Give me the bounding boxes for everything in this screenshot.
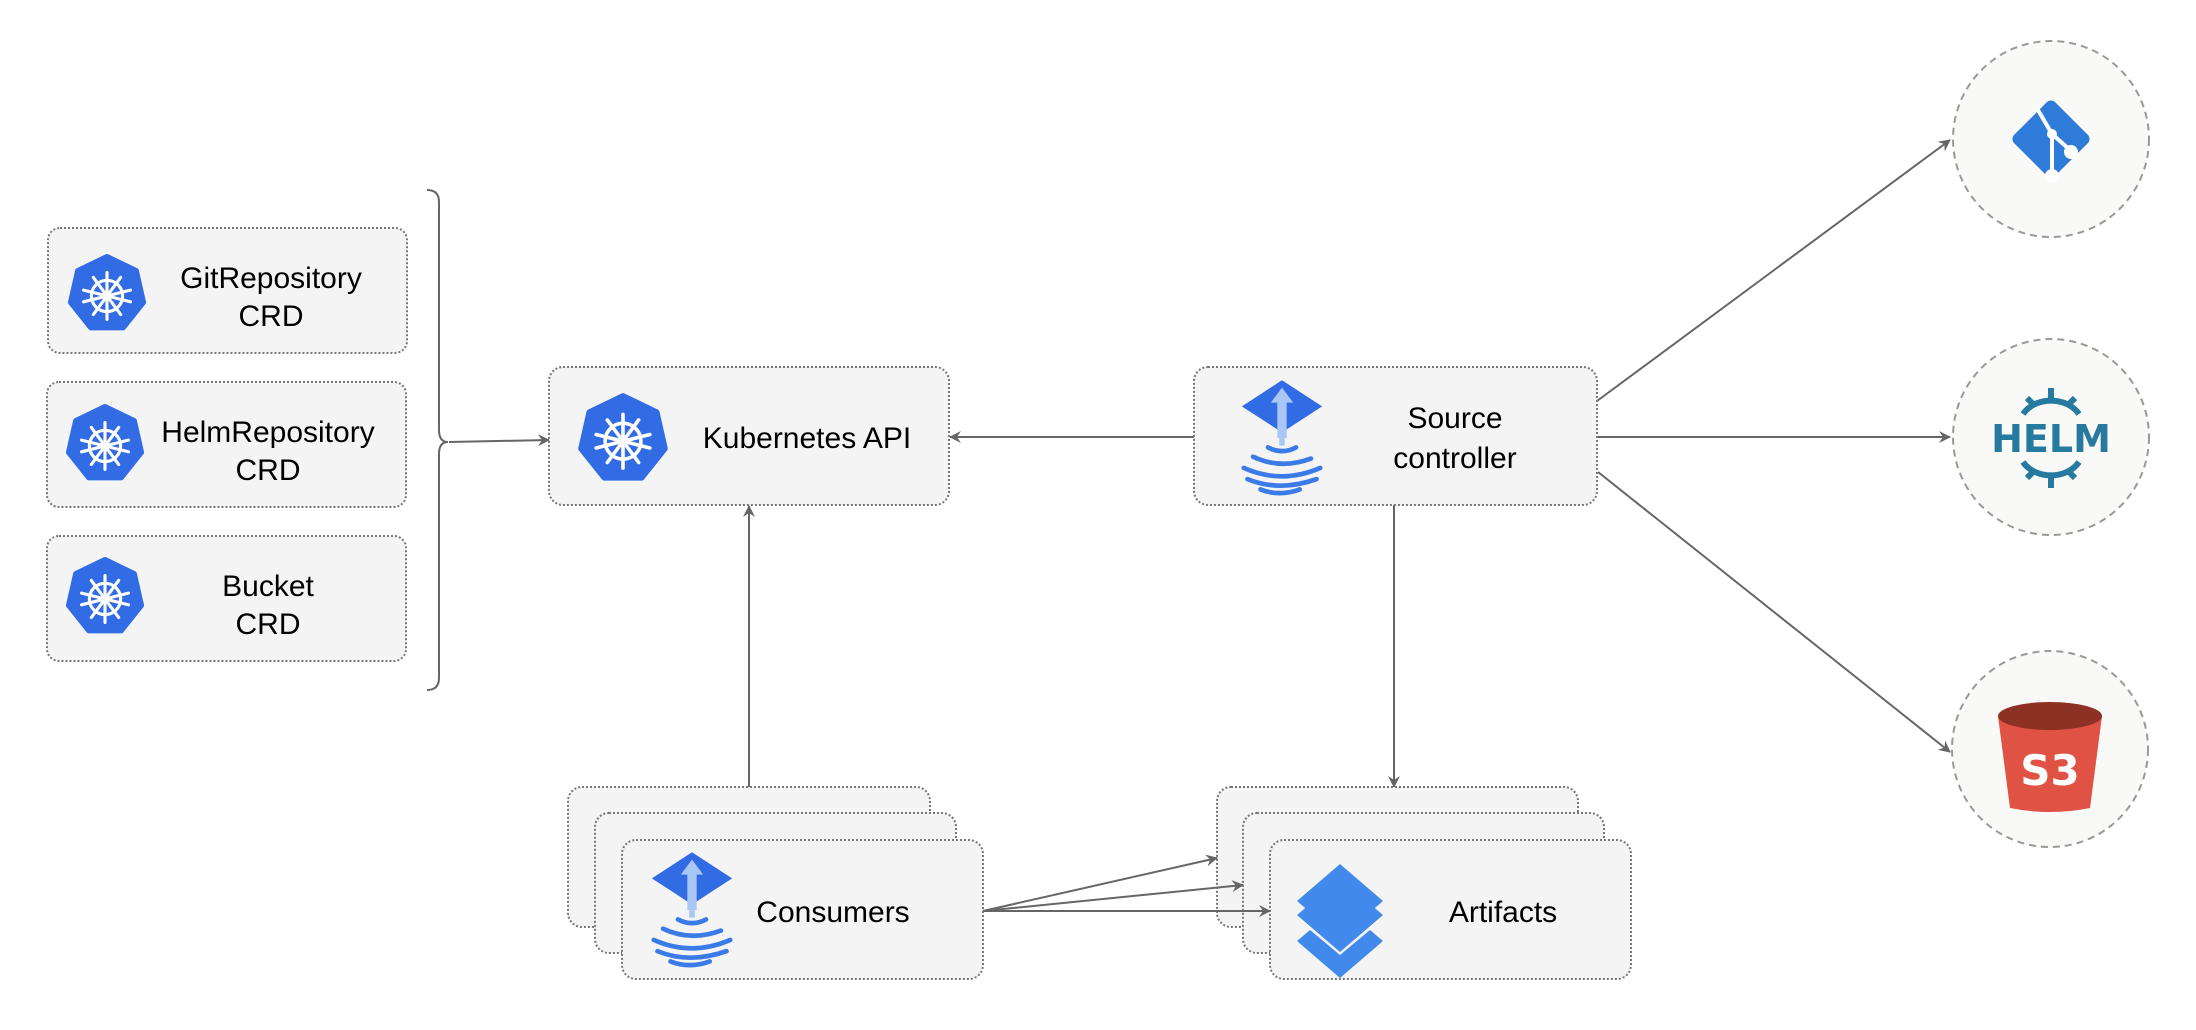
edge-controller-to-s3 xyxy=(1597,471,1951,753)
helm-logo-text: HELM xyxy=(1991,417,2111,461)
crd-helmrepository[interactable]: HelmRepository CRD xyxy=(46,381,407,508)
edge-consumers-to-artifacts xyxy=(982,854,1218,912)
helm-icon xyxy=(2020,388,2082,488)
crd-name: HelmRepository xyxy=(161,416,374,449)
node-label: Source xyxy=(1407,402,1502,435)
node-label: controller xyxy=(1393,442,1516,475)
edge-crds-to-api xyxy=(448,434,550,447)
s3-logo-text: S3 xyxy=(2020,746,2079,795)
kubernetes-icon xyxy=(69,560,141,630)
node-label: Consumers xyxy=(756,896,909,929)
node-label: Artifacts xyxy=(1449,896,1557,929)
kubernetes-icon xyxy=(582,396,665,477)
crd-name: Bucket xyxy=(222,570,314,603)
kubernetes-icon xyxy=(69,407,141,477)
crd-gitrepository[interactable]: GitRepository CRD xyxy=(47,227,408,354)
helm-source[interactable]: HELM xyxy=(1952,338,2150,536)
kubernetes-api-node[interactable]: Kubernetes API xyxy=(548,366,950,506)
crd-type: CRD xyxy=(236,454,301,487)
crd-bucket[interactable]: Bucket CRD xyxy=(46,535,407,662)
crd-type: CRD xyxy=(239,300,304,333)
artifacts-node[interactable]: Artifacts xyxy=(1216,786,1632,980)
layers-icon xyxy=(1297,864,1383,978)
consumers-node[interactable]: Consumers xyxy=(567,786,984,980)
node-label: Kubernetes API xyxy=(703,422,911,455)
git-icon xyxy=(2012,100,2090,183)
kubernetes-icon xyxy=(71,257,143,327)
s3-source[interactable]: S3 xyxy=(1951,650,2149,848)
source-controller-node[interactable]: Source controller xyxy=(1193,366,1598,506)
s3-bucket-icon xyxy=(1998,702,2102,812)
git-source[interactable] xyxy=(1952,40,2150,238)
crd-type: CRD xyxy=(236,608,301,641)
crd-name: GitRepository xyxy=(180,262,362,295)
edge-controller-to-git xyxy=(1596,139,1951,402)
edge-consumers-to-artifacts xyxy=(982,880,1244,912)
crd-bracket xyxy=(426,189,449,691)
